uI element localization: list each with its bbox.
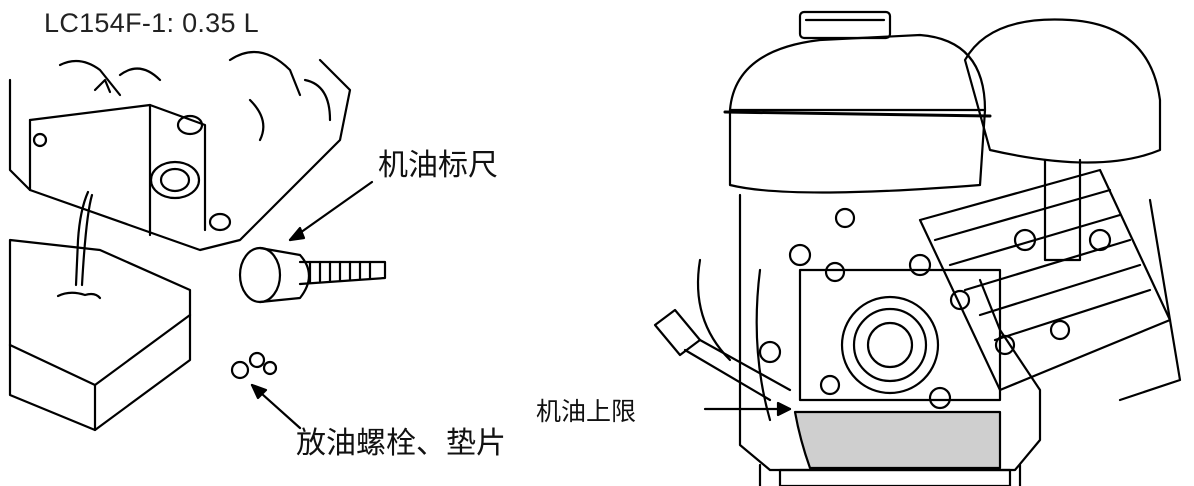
dipstick-probe-drawing	[56, 190, 102, 300]
drain-bolt-drawing	[230, 351, 278, 380]
oil-upper-limit-label: 机油上限	[536, 397, 637, 426]
measuring-block-drawing	[8, 238, 192, 432]
dipstick-label: 机油标尺	[378, 148, 498, 183]
oil-capacity-title: LC154F-1: 0.35 L	[44, 8, 259, 38]
drain-bolt-label: 放油螺栓、垫片	[296, 426, 506, 461]
oil-level-fill	[793, 410, 1002, 470]
crankcase-drawing	[8, 50, 352, 252]
dipstick-leader-line	[288, 180, 374, 242]
dipstick-cap-drawing	[238, 246, 387, 304]
engine-drawing	[653, 10, 1182, 486]
